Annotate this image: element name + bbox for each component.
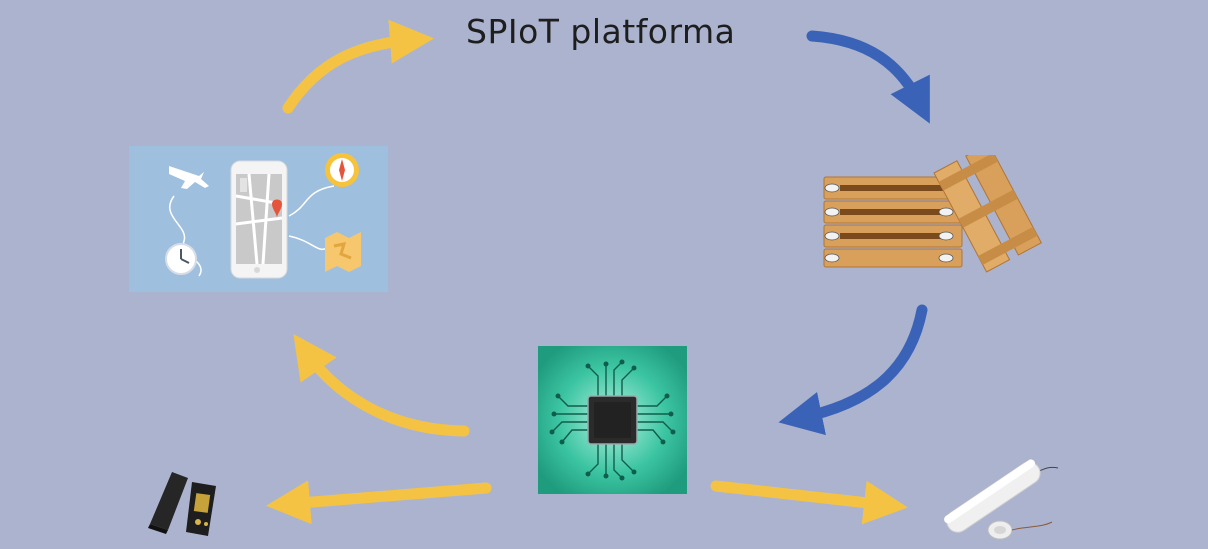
wooden-pallets-icon [823, 155, 1042, 273]
black-tracker-device-icon [148, 472, 216, 536]
arrow-map-to-platform [282, 19, 434, 114]
arrow-chip-to-map [293, 333, 470, 437]
white-sensor-probe-icon [944, 459, 1059, 540]
arrow-platform-to-pallets [806, 30, 930, 124]
smartphone-map-icon [129, 146, 388, 292]
arrow-chip-to-tracker [266, 480, 492, 525]
arrow-pallets-to-chip [778, 304, 928, 436]
platform-title: SPIoT platforma [466, 12, 736, 51]
arrow-chip-to-sensor [710, 480, 908, 525]
microchip-icon [538, 346, 687, 494]
